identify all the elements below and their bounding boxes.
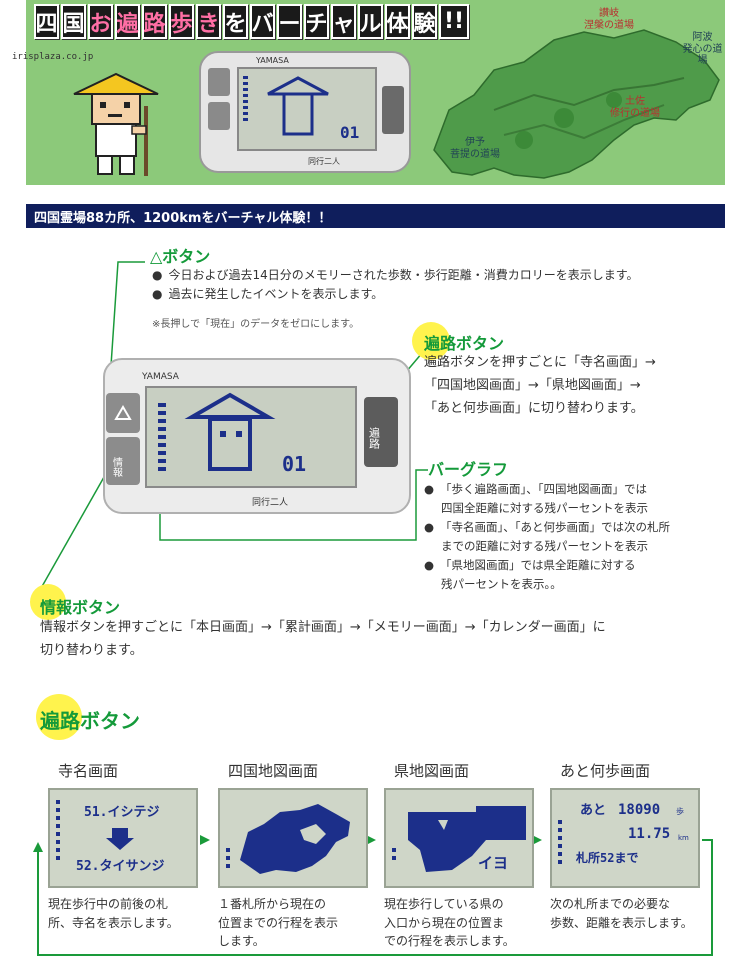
svg-text:52.タイサンジ: 52.タイサンジ bbox=[76, 859, 164, 874]
banner-title-char: ル bbox=[358, 4, 383, 39]
highlight-circle bbox=[30, 584, 66, 620]
screen-shikoku-map: 四国地図画面 １番札所から現在の 位置までの行程を表示 します。 bbox=[218, 760, 378, 951]
bullet-item: 今日および過去14日分のメモリーされた歩数・歩行距離・消費カロリーを表示します。 bbox=[152, 266, 638, 285]
banner-title-char: ー bbox=[277, 4, 302, 39]
triangle-button-note: ※長押しで「現在」のデータをゼロにします。 bbox=[152, 319, 360, 330]
lcd-prefecture-map: イヨ bbox=[384, 788, 534, 888]
screen-remaining-steps: あと何歩画面 あと 18090 歩 11.75 km 札所52まで 次の札所まで… bbox=[550, 760, 710, 932]
banner-title-char: お bbox=[88, 4, 113, 39]
svg-text:歩: 歩 bbox=[676, 806, 684, 816]
banner-pedometer-image: 01 YAMASA 同行二人 bbox=[199, 51, 411, 173]
banner-title-char: 遍 bbox=[115, 4, 140, 39]
bullet-item: 過去に発生したイベントを表示します。 bbox=[152, 285, 639, 304]
svg-text:イヨ: イヨ bbox=[478, 854, 508, 872]
banner-title-char: ャ bbox=[331, 4, 356, 39]
banner-title-char: !! bbox=[439, 4, 469, 39]
banner-title-char: 国 bbox=[61, 4, 86, 39]
banner-title-char: 歩 bbox=[169, 4, 194, 39]
section-title-bar: 四国霊場88カ所、1200kmをバーチャル体験！！ bbox=[26, 204, 725, 228]
banner-title-char: 体 bbox=[385, 4, 410, 39]
svg-text:51.イシテジ: 51.イシテジ bbox=[84, 805, 159, 820]
screen-title: あと何歩画面 bbox=[560, 762, 651, 780]
triangle-button bbox=[106, 393, 140, 433]
screen-temple-name: 寺名画面 51.イシテジ 52.タイサンジ 現在歩行中の前後の札 所、寺名を表示… bbox=[48, 760, 208, 932]
svg-text:YAMASA: YAMASA bbox=[255, 56, 289, 65]
svg-text:01: 01 bbox=[282, 452, 306, 476]
banner-title-char: バ bbox=[250, 4, 275, 39]
bar-graph-heading: バーグラフ bbox=[428, 460, 509, 479]
svg-text:YAMASA: YAMASA bbox=[141, 372, 180, 382]
map-label-sanuki: 讃岐 涅槃の道場 bbox=[584, 8, 634, 31]
henro-button bbox=[364, 397, 398, 467]
banner-title-char: 路 bbox=[142, 4, 167, 39]
svg-text:札所52まで: 札所52まで bbox=[575, 850, 638, 865]
screen-description: 現在歩行している県の 入口から現在の位置ま での行程を表示します。 bbox=[384, 897, 515, 949]
map-label-awa: 阿波 発心の道場 bbox=[682, 32, 723, 66]
pedometer-device-image: 01 YAMASA 同行二人 遍路 情報 bbox=[103, 358, 411, 514]
banner-title-char: き bbox=[196, 4, 221, 39]
site-credit: irisplaza.co.jp bbox=[12, 52, 94, 62]
svg-text:同行二人: 同行二人 bbox=[308, 156, 340, 166]
screen-title: 寺名画面 bbox=[58, 762, 119, 780]
banner-title-char: を bbox=[223, 4, 248, 39]
triangle-button-bullets: 今日および過去14日分のメモリーされた歩数・歩行距離・消費カロリーを表示します。… bbox=[152, 266, 639, 304]
svg-text:同行二人: 同行二人 bbox=[252, 496, 288, 508]
banner-title-char: 験 bbox=[412, 4, 437, 39]
hero-banner: 讃岐 涅槃の道場 阿波 発心の道場 土佐 修行の道場 伊予 菩提の道場 四国お遍… bbox=[26, 0, 725, 185]
shikoku-map: 讃岐 涅槃の道場 阿波 発心の道場 土佐 修行の道場 伊予 菩提の道場 bbox=[414, 0, 725, 185]
svg-text:18090: 18090 bbox=[618, 802, 660, 818]
screen-title: 県地図画面 bbox=[394, 762, 470, 780]
banner-title-char: チ bbox=[304, 4, 329, 39]
henro-section-heading: 遍路ボタン bbox=[40, 709, 140, 733]
lcd-temple-name: 51.イシテジ 52.タイサンジ bbox=[48, 788, 198, 888]
henro-button-heading: 遍路ボタン bbox=[424, 334, 505, 353]
highlight-circle bbox=[36, 694, 82, 740]
pilgrim-character-icon bbox=[73, 72, 159, 176]
screen-prefecture-map: 県地図画面 イヨ 現在歩行している県の 入口から現在の位置ま での行程を表示しま… bbox=[384, 760, 544, 951]
lcd-shikoku-map bbox=[218, 788, 368, 888]
screen-description: 現在歩行中の前後の札 所、寺名を表示します。 bbox=[48, 897, 179, 930]
screen-description: 次の札所までの必要な 歩数、距離を表示します。 bbox=[550, 897, 693, 930]
triangle-button-heading: △ボタン bbox=[150, 247, 211, 266]
henro-button-description: 遍路ボタンを押すごとに「寺名画面」→ 「四国地図画面」→「県地図画面」→ 「あと… bbox=[424, 355, 656, 416]
svg-text:01: 01 bbox=[340, 123, 359, 142]
svg-text:情報: 情報 bbox=[111, 456, 123, 478]
screen-title: 四国地図画面 bbox=[228, 762, 319, 780]
info-button-heading: 情報ボタン bbox=[40, 598, 121, 617]
svg-text:km: km bbox=[678, 834, 689, 842]
lcd-remaining-steps: あと 18090 歩 11.75 km 札所52まで bbox=[550, 788, 700, 888]
svg-text:あと: あと bbox=[580, 803, 606, 818]
map-label-iyo: 伊予 菩提の道場 bbox=[450, 137, 500, 160]
map-label-tosa: 土佐 修行の道場 bbox=[610, 96, 660, 119]
screen-description: １番札所から現在の 位置までの行程を表示 します。 bbox=[218, 897, 339, 949]
banner-title: 四国お遍路歩きをバーチャル体験!! bbox=[34, 4, 469, 44]
svg-text:11.75: 11.75 bbox=[628, 826, 670, 842]
banner-title-char: 四 bbox=[34, 4, 59, 39]
info-button-description: 情報ボタンを押すごとに「本日画面」→「累計画面」→「メモリー画面」→「カレンダー… bbox=[40, 620, 606, 658]
info-button bbox=[106, 437, 140, 485]
highlight-circle bbox=[412, 322, 450, 360]
svg-text:遍路: 遍路 bbox=[368, 427, 381, 450]
